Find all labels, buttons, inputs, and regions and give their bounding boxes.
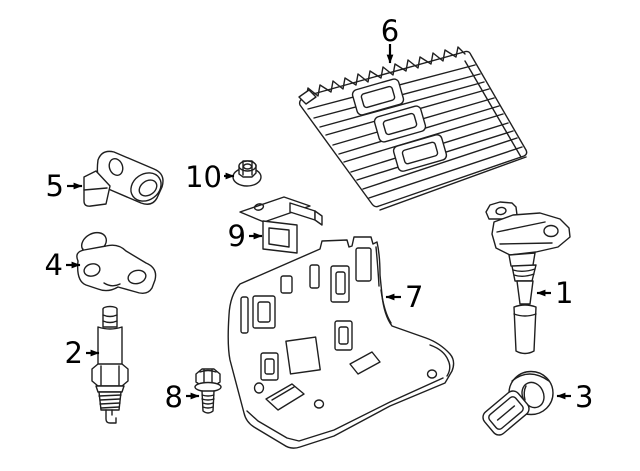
part-flange-nut [232, 160, 262, 187]
part-engine-control-module [298, 46, 528, 211]
callout-number: 3 [575, 380, 593, 414]
callout-number: 5 [46, 169, 64, 203]
part-ignition-coil [485, 201, 571, 355]
callout-number: 9 [228, 219, 246, 253]
callout-number: 7 [405, 280, 423, 314]
callout-engine-control-module: 6 [381, 14, 399, 64]
callout-sensor-bracket: 9 [228, 219, 263, 253]
callout-number: 1 [555, 276, 573, 310]
callout-camshaft-position-sensor: 5 [46, 169, 83, 203]
callout-number: 6 [381, 14, 399, 48]
part-mounting-bolt [194, 368, 222, 414]
callout-number: 10 [185, 160, 222, 194]
part-mounting-bracket [227, 236, 455, 449]
part-spark-plug [91, 305, 129, 424]
callout-mounting-bolt: 8 [165, 380, 200, 414]
callout-ignition-coil: 1 [536, 276, 573, 310]
callout-flange-nut: 10 [185, 160, 235, 194]
callout-spark-plug: 2 [65, 336, 100, 370]
callout-number: 4 [45, 248, 63, 282]
callout-number: 2 [65, 336, 83, 370]
callout-knock-sensor: 3 [556, 380, 593, 414]
part-crankshaft-position-sensor [76, 231, 157, 295]
part-sensor-bracket [239, 196, 323, 254]
callout-crankshaft-position-sensor: 4 [45, 248, 81, 282]
callout-number: 8 [165, 380, 183, 414]
part-camshaft-position-sensor [83, 150, 164, 207]
part-knock-sensor [482, 370, 554, 436]
callout-mounting-bracket: 7 [385, 280, 423, 314]
